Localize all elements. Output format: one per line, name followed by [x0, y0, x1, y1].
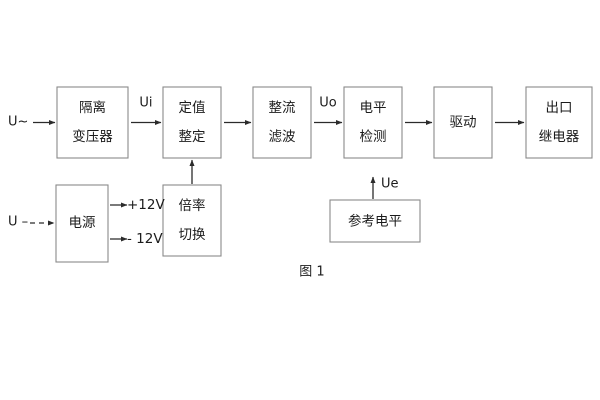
block-output-relay: 出口 继电器 — [525, 86, 593, 159]
block-ratio-switch: 倍率 切换 — [162, 184, 222, 257]
block-level-detection-rect — [343, 86, 403, 159]
block-isolation-transformer-line2: 变压器 — [72, 129, 113, 145]
label-rail-negative: - 12V — [127, 231, 163, 247]
block-isolation-transformer-line1: 隔离 — [79, 99, 106, 116]
label-uo: Uo — [319, 96, 337, 111]
block-setting-value: 定值 整定 — [162, 86, 222, 159]
block-ratio-switch-line1: 倍率 — [179, 197, 206, 214]
label-input-dc: U – — [8, 215, 28, 230]
block-output-relay-line2: 继电器 — [539, 129, 580, 145]
block-setting-value-rect — [162, 86, 222, 159]
block-setting-value-line1: 定值 — [179, 100, 206, 116]
label-ui: Ui — [139, 96, 152, 111]
block-isolation-transformer: 隔离 变压器 — [56, 86, 129, 159]
block-rectify-filter-line1: 整流 — [269, 100, 296, 116]
block-ratio-switch-line2: 切换 — [179, 227, 206, 243]
block-reference-level-rect — [329, 199, 421, 243]
label-input-ac: U~ — [8, 115, 28, 130]
block-isolation-transformer-rect — [56, 86, 129, 159]
block-level-detection-line2: 检测 — [360, 129, 387, 145]
block-output-relay-rect — [525, 86, 593, 159]
label-ue: Ue — [381, 177, 399, 192]
label-rail-positive: +12V — [127, 197, 165, 213]
block-drive: 驱动 — [433, 86, 493, 159]
block-rectify-filter-rect — [252, 86, 312, 159]
block-rectify-filter: 整流 滤波 — [252, 86, 312, 159]
block-power-supply-rect — [55, 184, 109, 263]
block-drive-rect — [433, 86, 493, 159]
block-reference-level: 参考电平 — [329, 199, 421, 243]
block-ratio-switch-rect — [162, 184, 222, 257]
figure-caption: 图 1 — [299, 265, 324, 280]
block-rectify-filter-line2: 滤波 — [269, 129, 296, 145]
block-power-supply: 电源 — [55, 184, 109, 263]
block-output-relay-line1: 出口 — [546, 100, 573, 116]
block-reference-level-line1: 参考电平 — [348, 213, 402, 230]
block-level-detection: 电平 检测 — [343, 86, 403, 159]
block-setting-value-line2: 整定 — [179, 129, 206, 145]
block-drive-line1: 驱动 — [450, 115, 477, 131]
block-power-supply-line1: 电源 — [69, 215, 96, 231]
block-level-detection-line1: 电平 — [360, 100, 387, 116]
